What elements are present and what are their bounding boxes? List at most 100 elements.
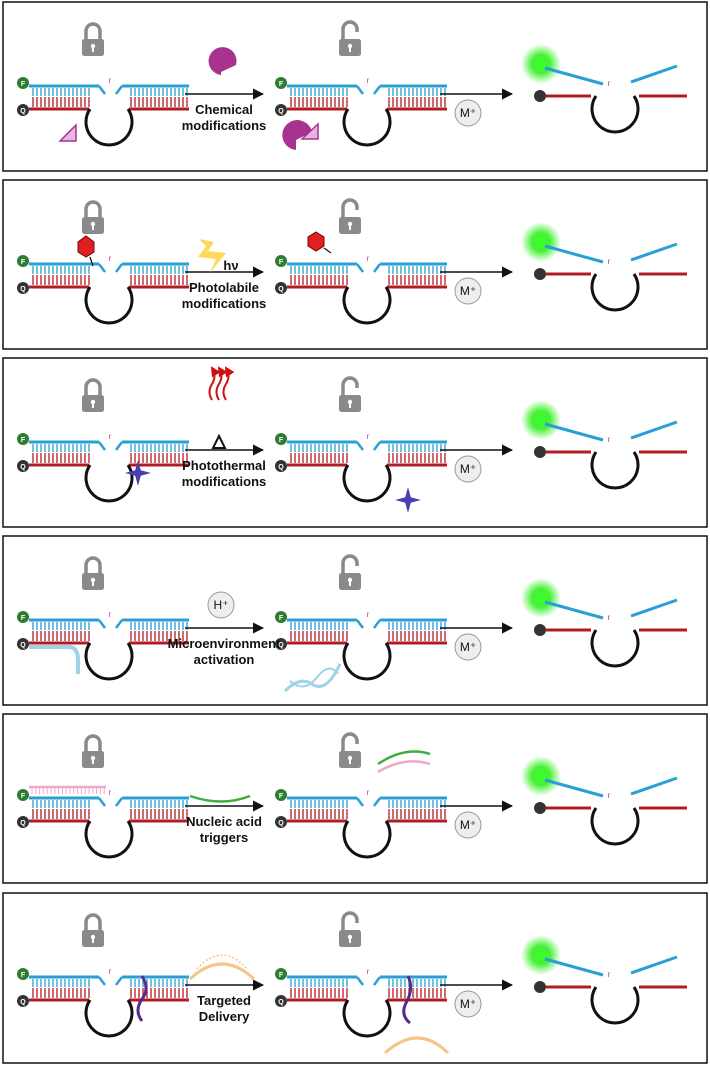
fluorescence-glow [521,222,561,262]
quencher-label: Q [278,642,284,649]
ribonucleotide-label: r [367,432,370,441]
quencher-tag [275,816,287,828]
fluorophore-tag [17,433,29,445]
dnazyme-duplex: F Qr [17,610,189,681]
cage-fragment-icon [58,123,77,142]
fluorophore-label: F [279,81,284,88]
quencher-label: Q [278,464,284,471]
targeting-ligand-icon [402,975,413,1025]
panel-border [2,713,708,884]
fluorophore-label: F [21,615,26,622]
fluorophore-tag [17,789,29,801]
fluorophore-label: F [21,437,26,444]
ribonucleotide-label: r [109,432,112,441]
ribonucleotide-label: r [367,610,370,619]
metal-ion-cofactor [454,990,482,1018]
quencher-label: Q [278,999,284,1006]
photocage-icon [307,231,325,252]
quencher-tag [275,995,287,1007]
released-fragment [544,778,604,798]
fluorescence-glow [521,44,561,84]
mechanism-label-line2: modifications [182,118,267,133]
cleaved-product: r [521,578,687,668]
metal-ion-cofactor-label: M⁺ [460,818,476,832]
metal-ion-cofactor [454,99,482,127]
dnazyme-duplex: F Qr [275,76,447,147]
metal-ion-cofactor [454,811,482,839]
released-fragment [630,598,678,618]
hybridized-trigger-icon [377,750,431,766]
quencher-label: Q [278,108,284,115]
quencher-label: Q [20,108,26,115]
quencher-tag [17,460,29,472]
ribonucleotide-label: r [367,76,370,85]
quencher-label: Q [20,464,26,471]
chemical-cage-icon [208,47,237,75]
quencher-tag [275,104,287,116]
fluorophore-label: F [279,793,284,800]
photothermal-agent-icon [395,487,421,513]
fluorophore-label: F [279,259,284,266]
metal-ion-cofactor-label: M⁺ [460,284,476,298]
dnazyme-duplex: FQr [17,788,189,859]
ribonucleotide-label: r [109,610,112,619]
fluorophore-tag [275,433,287,445]
locked-padlock-icon [82,200,104,234]
quencher-tag [17,816,29,828]
released-fragment [544,957,604,977]
ribonucleotide-label: r [608,79,611,88]
panel-border [2,892,708,1064]
dnazyme-duplex: FQr [275,967,447,1038]
fluorophore-label: F [21,972,26,979]
metal-ion-cofactor [454,455,482,483]
mechanism-label-line2: Delivery [199,1009,250,1024]
mechanism-label-line1: Photolabile [189,280,259,295]
quencher-tag [534,446,546,458]
fluorophore-tag [275,968,287,980]
fluorescence-glow [521,935,561,975]
ribonucleotide-label: r [608,435,611,444]
cage-fragment-icon [300,122,319,140]
unlocked-padlock-icon [339,554,361,590]
cleaved-product: r [521,222,687,312]
heat-wave-icon [215,366,228,401]
quencher-tag [534,268,546,280]
released-fragment [630,420,678,440]
quencher-tag [17,638,29,650]
panel-border [2,1,708,172]
panel-border [2,535,708,706]
fluorophore-tag [17,968,29,980]
quencher-tag [17,104,29,116]
chemical-cage-icon [282,120,312,150]
panel-border [2,179,708,350]
metal-ion-cofactor [454,633,482,661]
ribonucleotide-label: r [608,257,611,266]
fluorophore-label: F [21,259,26,266]
light-bolt-icon [198,239,226,273]
quencher-label: Q [20,642,26,649]
locked-padlock-icon [82,378,104,412]
quencher-tag [275,460,287,472]
locked-padlock-icon [82,913,104,947]
photocage-icon [77,235,95,258]
released-fragment [630,242,678,262]
quencher-label: Q [278,286,284,293]
fluorescence-glow [521,400,561,440]
mechanism-label-line1: Targeted [197,993,251,1008]
ribonucleotide-label: r [109,967,112,976]
released-fragment [544,600,604,620]
heat-wave-icon [222,366,235,401]
unlocked-padlock-icon [339,20,361,56]
proton-trigger [207,591,235,619]
targeting-ligand-icon [136,975,148,1022]
delivery-carrier-icon [196,954,248,970]
unlocked-padlock-icon [339,911,361,947]
locked-padlock-icon [82,556,104,590]
light-label: hν [223,258,238,273]
quencher-tag [275,282,287,294]
